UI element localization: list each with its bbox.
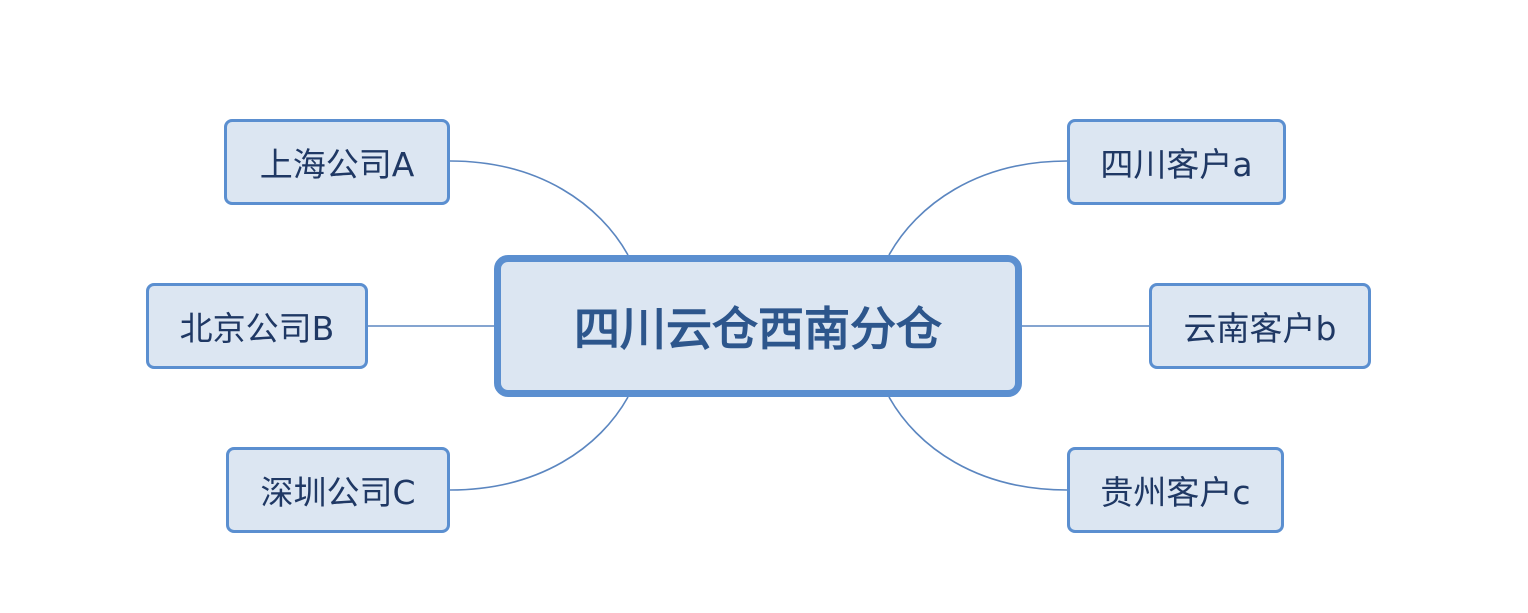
node-label: 北京公司B [179, 309, 335, 348]
node-label: 深圳公司C [260, 473, 416, 512]
connector-right-1 [888, 160, 1068, 256]
central-node[interactable]: 四川云仓西南分仓 [494, 255, 1022, 397]
node-shanghai-company[interactable]: 上海公司A [224, 119, 450, 205]
connector-left-1 [449, 160, 629, 256]
connector-right-3 [888, 396, 1068, 491]
node-beijing-company[interactable]: 北京公司B [146, 283, 368, 369]
node-sichuan-customer[interactable]: 四川客户a [1067, 119, 1286, 205]
node-label: 上海公司A [259, 145, 415, 184]
central-node-label: 四川云仓西南分仓 [574, 302, 942, 356]
node-label: 云南客户b [1183, 309, 1337, 348]
node-label: 贵州客户c [1100, 473, 1251, 512]
node-yunnan-customer[interactable]: 云南客户b [1149, 283, 1371, 369]
node-guizhou-customer[interactable]: 贵州客户c [1067, 447, 1284, 533]
node-shenzhen-company[interactable]: 深圳公司C [226, 447, 450, 533]
node-label: 四川客户a [1100, 145, 1253, 184]
connector-left-3 [449, 396, 629, 491]
